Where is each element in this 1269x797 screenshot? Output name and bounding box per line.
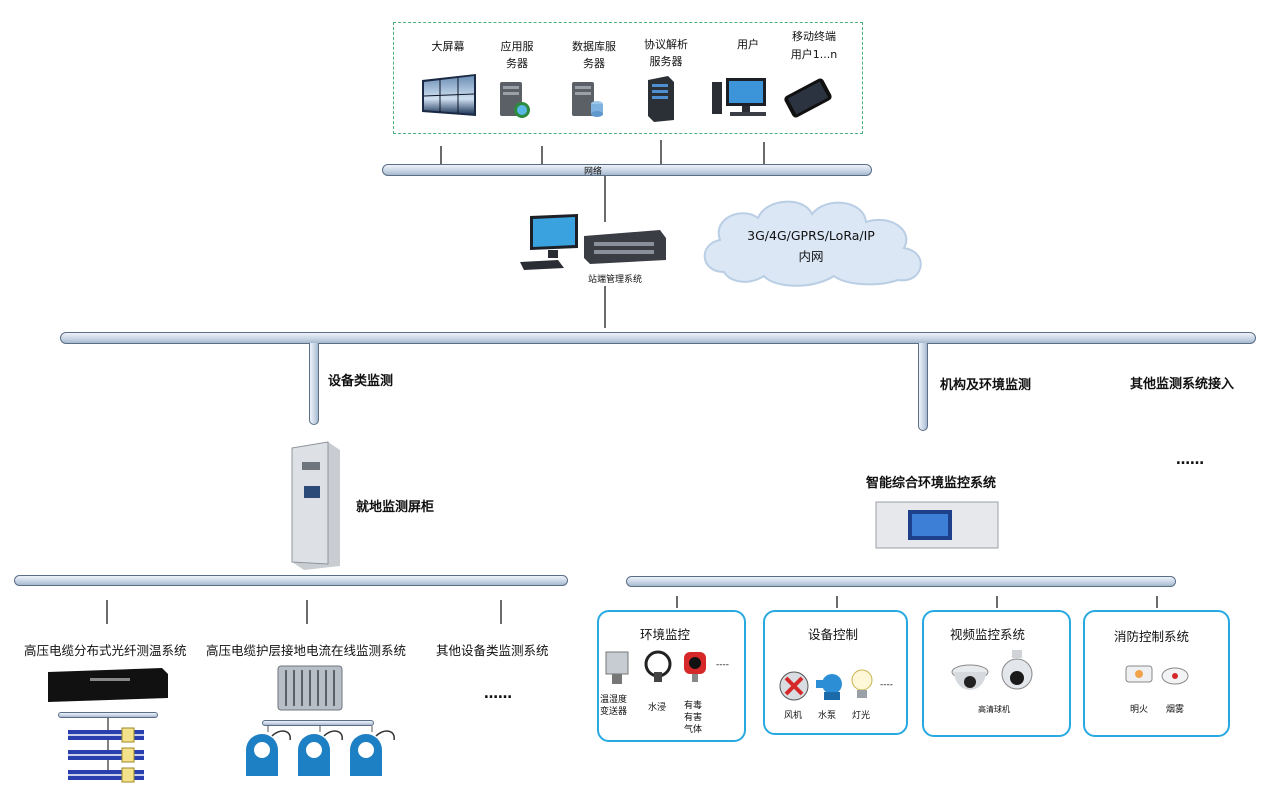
- monitor-icon: [520, 214, 578, 270]
- network-bus: [382, 164, 872, 176]
- protocol-server-icon: [648, 76, 674, 122]
- connector-line: [836, 596, 838, 608]
- grounding-monitor-icon: [277, 665, 343, 711]
- gas-detector-label: 有毒有害气体: [684, 701, 703, 735]
- connector-line: [604, 176, 606, 222]
- app-server-icon: [500, 82, 530, 118]
- water-leak-icon: [644, 650, 672, 682]
- connector-line: [604, 286, 606, 328]
- env-more: ----: [716, 660, 729, 670]
- dome-camera-icon: [951, 664, 989, 690]
- fiber-bus: [58, 712, 158, 718]
- connector-line: [1156, 596, 1158, 608]
- app-server-label: 应用服务器: [500, 40, 534, 70]
- connector-line: [500, 600, 502, 624]
- video-wall-label: 大屏幕: [431, 40, 465, 53]
- connector-line: [106, 600, 108, 624]
- station-management-label: 站端管理系统: [587, 275, 642, 285]
- device-ellipsis: ……: [484, 686, 512, 702]
- connector-line: [763, 142, 765, 164]
- rack-server-icon: [584, 230, 666, 264]
- flame-label: 明火: [1130, 705, 1149, 715]
- env-system-label: 智能综合环境监控系统: [866, 476, 997, 491]
- sensor-bus: [262, 720, 374, 726]
- database-server-icon: [572, 82, 603, 117]
- env-branch-pipe: [918, 343, 928, 431]
- mobile-user-label: 移动终端用户1...n: [790, 30, 838, 61]
- light-label: 灯光: [852, 711, 871, 721]
- smoke-label: 烟雾: [1166, 705, 1185, 715]
- connector-line: [541, 146, 543, 164]
- fan-label: 风机: [784, 711, 803, 721]
- connector-line: [440, 146, 442, 164]
- water-leak-label: 水浸: [648, 703, 667, 713]
- connector-line: [676, 596, 678, 608]
- cloud-icon: [703, 200, 922, 287]
- other-access-label: 其他监测系统接入: [1130, 377, 1235, 392]
- device-monitoring-label: 设备类监测: [328, 374, 394, 389]
- fan-icon: [779, 671, 809, 701]
- env-monitoring-title: 环境监控: [640, 627, 691, 642]
- device-control-box: [763, 610, 908, 735]
- video-monitoring-box: [922, 610, 1071, 737]
- ptz-camera-icon: [1001, 650, 1033, 690]
- device-system-grounding: 高压电缆护层接地电流在线监测系统: [206, 643, 407, 658]
- device-more: ----: [880, 680, 893, 690]
- thermo-hygro-label: 温湿度变送器: [600, 695, 628, 717]
- fire-control-box: [1083, 610, 1230, 737]
- hd-ptz-camera-label: 高清球机: [978, 705, 1010, 714]
- current-sensor-icons: [246, 726, 395, 776]
- env-sub-bus: [626, 576, 1176, 587]
- client-devices-group: [393, 22, 863, 134]
- fiber-host-icon: [48, 668, 168, 702]
- database-server-label: 数据库服务器: [572, 40, 616, 70]
- local-cabinet-label: 就地监测屏柜: [356, 500, 435, 515]
- device-control-title: 设备控制: [808, 627, 859, 642]
- connector-line: [660, 140, 662, 164]
- smoke-detector-icon: [1161, 667, 1189, 685]
- protocol-server-label: 协议解析服务器: [644, 38, 688, 68]
- light-bulb-icon: [851, 669, 873, 698]
- thermo-hygro-icon: [605, 651, 629, 684]
- mobile-phone-icon: [784, 78, 832, 118]
- water-pump-icon: [816, 674, 842, 700]
- gas-detector-icon: [684, 652, 706, 682]
- video-wall-icon: [422, 74, 476, 116]
- env-monitoring-label: 机构及环境监测: [940, 378, 1032, 393]
- fiber-cables-icon: [68, 718, 144, 783]
- main-bus: [60, 332, 1256, 344]
- desktop-pc-icon: [712, 78, 766, 116]
- device-sub-bus: [14, 575, 568, 586]
- water-pump-label: 水泵: [818, 711, 837, 721]
- other-access-ellipsis: ……: [1176, 452, 1204, 468]
- network-label: 网络: [583, 167, 602, 177]
- device-system-fiber: 高压电缆分布式光纤测温系统: [24, 643, 187, 658]
- flame-detector-icon: [1125, 665, 1153, 683]
- fire-control-title: 消防控制系统: [1114, 629, 1190, 644]
- cloud-line2: 内网: [798, 249, 824, 264]
- device-branch-pipe: [309, 343, 319, 425]
- cabinet-icon: [291, 441, 340, 570]
- connector-line: [996, 596, 998, 608]
- env-controller-icon: [875, 501, 999, 549]
- cloud-line1: 3G/4G/GPRS/LoRa/IP: [747, 228, 875, 243]
- connector-line: [306, 600, 308, 624]
- device-system-other: 其他设备类监测系统: [436, 643, 549, 658]
- user-label: 用户: [737, 38, 759, 51]
- video-monitoring-title: 视频监控系统: [950, 627, 1026, 642]
